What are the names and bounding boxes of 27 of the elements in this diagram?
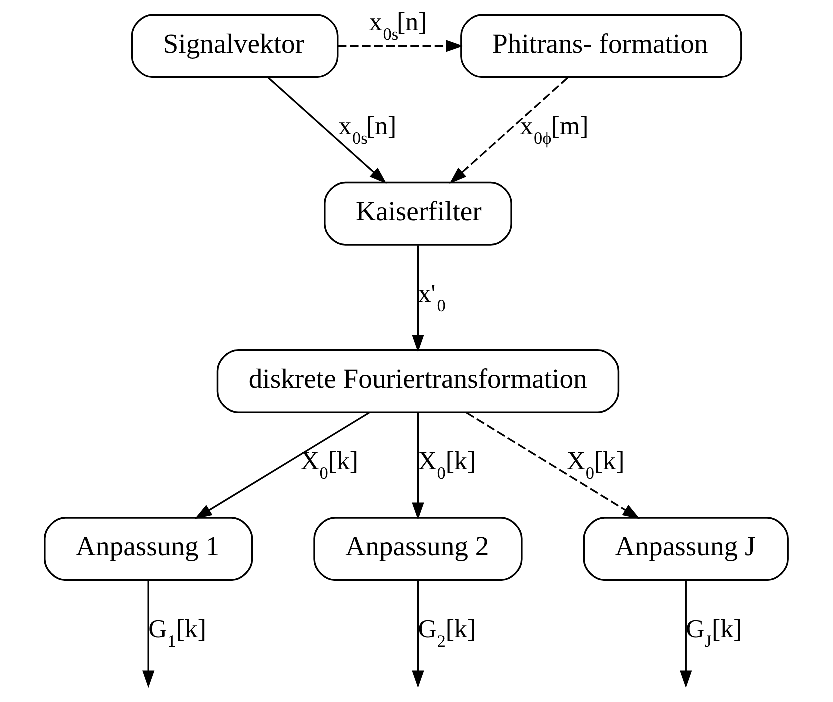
arrow xyxy=(466,412,640,520)
arrow xyxy=(680,580,692,688)
node-box: Anpassung J xyxy=(583,517,789,582)
arrow xyxy=(142,580,155,688)
arrow xyxy=(412,413,424,520)
edge-label: X$_{0}$[k] xyxy=(418,446,476,484)
node-box: diskrete Fouriertransformation xyxy=(216,350,620,414)
edge-label: x$_{0ϕ}$[m] xyxy=(520,111,589,148)
node-box: Kaiserfilter xyxy=(324,182,512,246)
edge-label: G$_{2}$[k] xyxy=(418,614,476,651)
arrow xyxy=(338,40,464,52)
edge-label: X$_{0}$[k] xyxy=(566,446,625,484)
node-box: Signalvektor xyxy=(131,14,339,78)
node-box: Anpassung 1 xyxy=(44,517,254,582)
arrow xyxy=(268,77,387,184)
node-box: Phitrans- formation xyxy=(460,14,742,78)
arrow xyxy=(450,77,568,184)
arrow xyxy=(412,580,424,688)
edge-label: G$_{1}$[k] xyxy=(148,614,206,651)
node-box: Anpassung 2 xyxy=(314,517,523,582)
arrow xyxy=(412,246,424,352)
arrow xyxy=(194,412,370,520)
edge-label: x$_{0s}$[n] xyxy=(369,8,428,44)
edge-label: X$_{0}$[k] xyxy=(300,446,359,484)
edge-label: G$_{J}$[k] xyxy=(686,614,742,651)
edge-label: x'$_{0}$ xyxy=(418,278,446,316)
edge-label: x$_{0s}$[n] xyxy=(338,111,397,148)
